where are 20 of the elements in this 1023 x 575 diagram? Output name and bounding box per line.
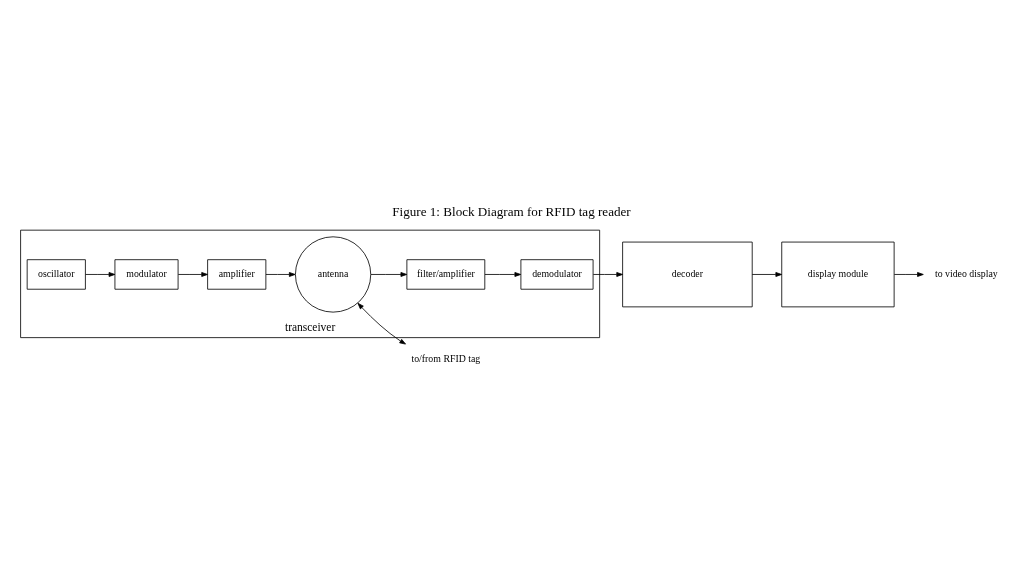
diagram-title: Figure 1: Block Diagram for RFID tag reader [392, 203, 631, 219]
node-circle: antenna [295, 235, 372, 313]
arrow [592, 271, 623, 277]
node-box: demodulator [520, 258, 594, 290]
node-box: decoder [622, 241, 753, 307]
node-text: to/from RFID tag [411, 352, 481, 363]
arrow [893, 271, 924, 277]
node-box: amplifier [207, 258, 267, 290]
arrow [751, 271, 782, 277]
node-text: to video display [934, 267, 998, 279]
arrow [357, 302, 406, 344]
arrow [265, 271, 296, 277]
arrow [484, 271, 522, 277]
arrow [85, 271, 116, 277]
arrow [177, 271, 208, 277]
arrow [370, 271, 408, 277]
node-box: filter/amplifier [406, 258, 486, 290]
node-box: oscillator [26, 258, 86, 290]
node-box: display module [781, 241, 895, 307]
node-box: modulator [114, 258, 179, 290]
